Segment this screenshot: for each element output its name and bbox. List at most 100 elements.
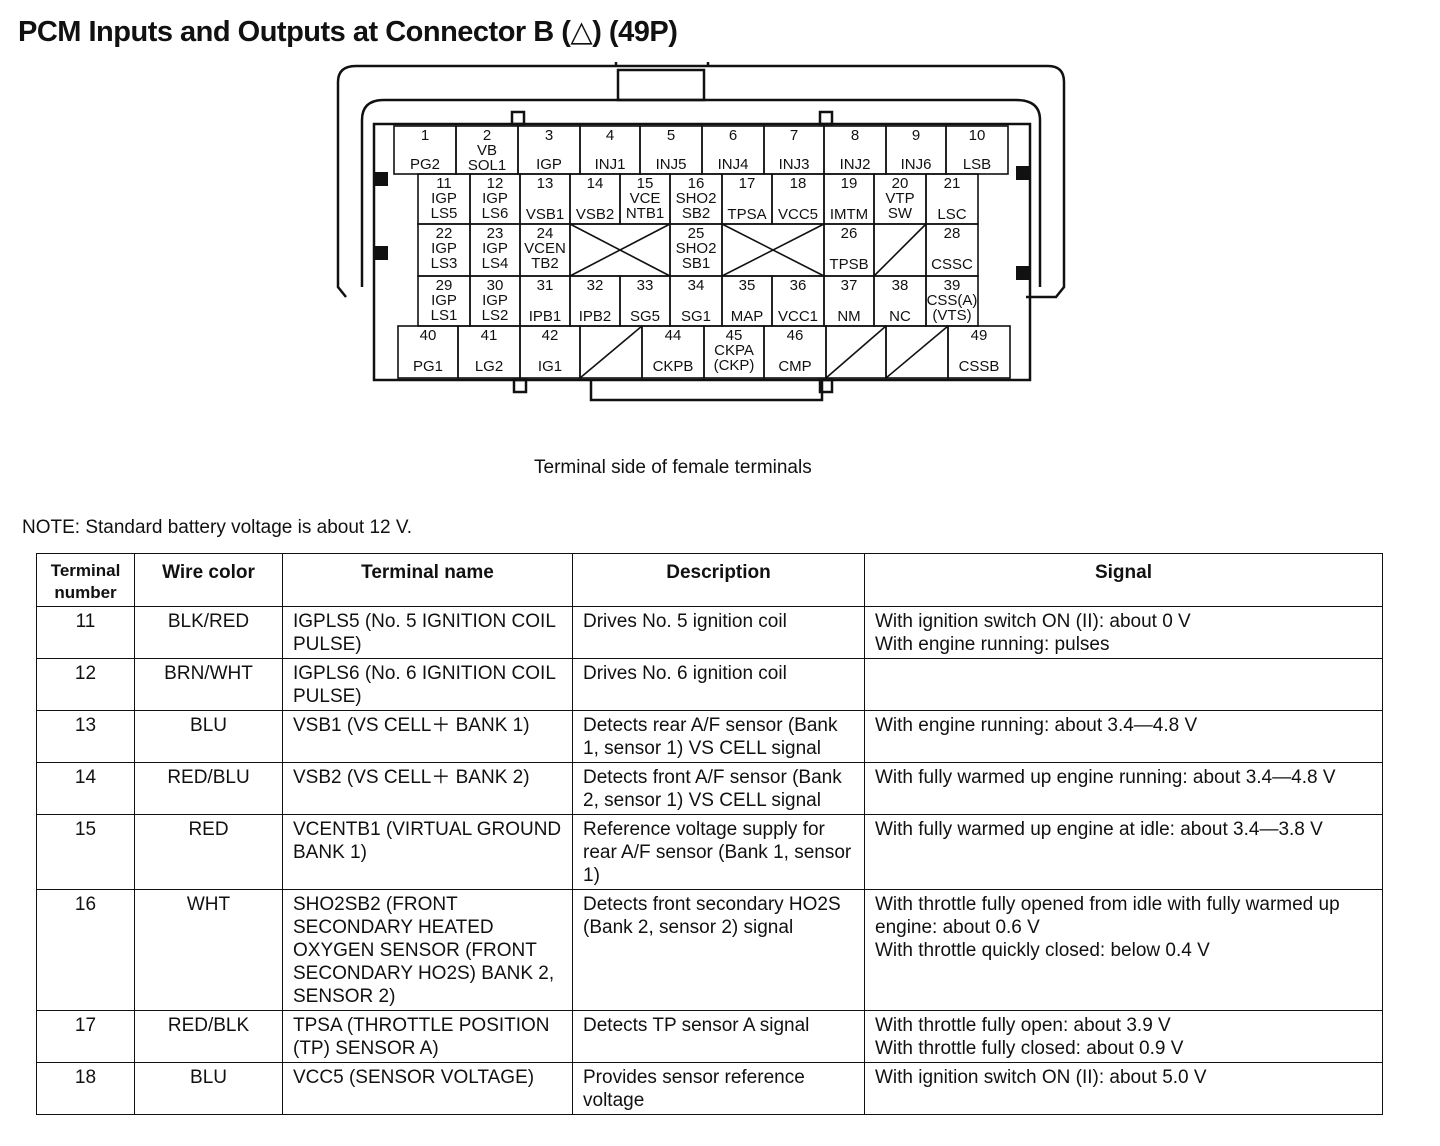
terminal-name-cell: VCC5 (SENSOR VOLTAGE) [282, 1062, 573, 1115]
terminal-number: 29 [435, 277, 453, 294]
terminal-number: 16 [687, 175, 705, 192]
terminal-number: 4 [605, 127, 615, 144]
terminal-number: 42 [541, 327, 559, 344]
terminal-label: PG1 [412, 358, 443, 375]
terminal-label: LSB [962, 156, 992, 173]
terminal-number: 38 [891, 277, 909, 294]
terminal-label: VCEN TB2 [524, 240, 566, 272]
terminal-label: INJ4 [717, 156, 749, 173]
signal-cell: With engine running: about 3.4—4.8 V [864, 710, 1383, 763]
terminal-number: 17 [738, 175, 756, 192]
terminal-label: VSB2 [575, 206, 615, 223]
terminal-label: INJ1 [594, 156, 626, 173]
header-terminal-number: Terminal number [36, 553, 135, 607]
terminal-label: CMP [778, 358, 812, 375]
terminal-label: LG2 [474, 358, 504, 375]
terminal-number: 9 [911, 127, 921, 144]
terminal-number-cell: 13 [36, 710, 135, 763]
terminal-number: 34 [687, 277, 705, 294]
terminal-number: 18 [789, 175, 807, 192]
terminal-number: 19 [840, 175, 858, 192]
terminal-label: CSSC [931, 256, 973, 273]
signal-cell: With ignition switch ON (II): about 0 V … [864, 606, 1383, 659]
battery-note: NOTE: Standard battery voltage is about … [22, 517, 413, 538]
terminal-label: TPSB [829, 256, 869, 273]
page-title: PCM Inputs and Outputs at Connector B (△… [18, 16, 678, 48]
terminal-number: 12 [486, 175, 504, 192]
terminal-number: 33 [636, 277, 654, 294]
description-cell: Detects front A/F sensor (Bank 2, sensor… [572, 762, 865, 815]
terminal-number: 21 [943, 175, 961, 192]
signal-cell: With throttle fully open: about 3.9 V Wi… [864, 1010, 1383, 1063]
terminal-number-cell: 12 [36, 658, 135, 711]
terminal-number: 37 [840, 277, 858, 294]
terminal-number: 2 [482, 127, 492, 144]
header-signal: Signal [864, 553, 1383, 607]
terminal-label: SG5 [629, 308, 660, 325]
terminal-number: 41 [480, 327, 498, 344]
terminal-number: 30 [486, 277, 504, 294]
description-cell: Provides sensor reference voltage [572, 1062, 865, 1115]
terminal-number: 22 [435, 225, 453, 242]
terminal-label: IGP LS5 [430, 190, 458, 222]
terminal-number-cell: 17 [36, 1010, 135, 1063]
terminal-name-cell: IGPLS5 (No. 5 IGNITION COIL PULSE) [282, 606, 573, 659]
terminal-number: 13 [536, 175, 554, 192]
terminal-number: 39 [943, 277, 961, 294]
terminal-name-cell: IGPLS6 (No. 6 IGNITION COIL PULSE) [282, 658, 573, 711]
description-cell: Drives No. 5 ignition coil [572, 606, 865, 659]
terminal-label: CKPB [652, 358, 694, 375]
terminal-number-cell: 11 [36, 606, 135, 659]
terminal-number: 10 [968, 127, 986, 144]
diagram-caption: Terminal side of female terminals [534, 457, 812, 478]
terminal-label: NC [889, 308, 911, 325]
terminal-label: IGP LS3 [430, 240, 458, 272]
terminal-number: 28 [943, 225, 961, 242]
terminal-label: INJ3 [778, 156, 810, 173]
terminal-label: IGP LS6 [481, 190, 509, 222]
terminal-name-cell: SHO2SB2 (FRONT SECONDARY HEATED OXYGEN S… [282, 889, 573, 1011]
terminal-number-cell: 16 [36, 889, 135, 1011]
terminal-number: 11 [436, 175, 452, 192]
terminal-number-cell: 18 [36, 1062, 135, 1115]
terminal-label: CSS(A) (VTS) [926, 292, 978, 324]
terminal-table: Terminal number Wire color Terminal name… [36, 553, 1383, 1115]
terminal-label: VCE NTB1 [625, 190, 665, 222]
terminal-label: NM [837, 308, 861, 325]
terminal-name-cell: VSB1 (VS CELL＋ BANK 1) [282, 710, 573, 763]
wire-color-cell: RED/BLK [134, 1010, 283, 1063]
terminal-number: 36 [789, 277, 807, 294]
terminal-label: VB SOL1 [467, 142, 507, 174]
wire-color-cell: RED [134, 814, 283, 890]
terminal-label: INJ6 [900, 156, 932, 173]
